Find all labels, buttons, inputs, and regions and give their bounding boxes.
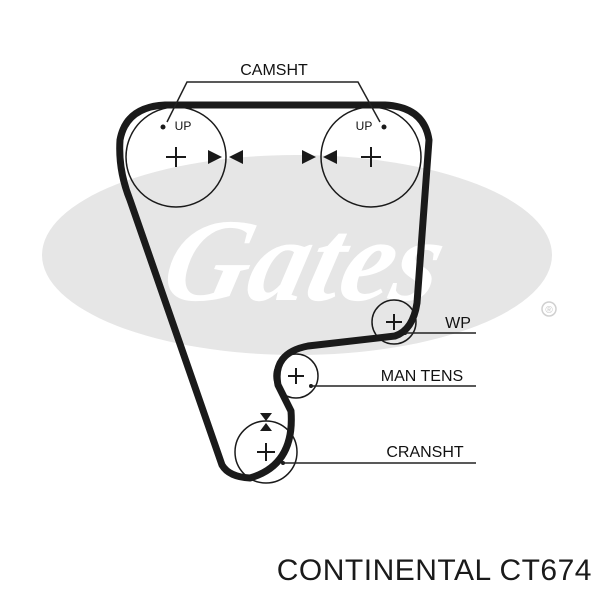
crankshaft-pulley (234, 413, 476, 484)
up-label-left: UP (175, 119, 192, 133)
tensioner-pulley (273, 353, 476, 399)
plus-icon (361, 147, 381, 167)
plus-icon (288, 368, 304, 384)
gates-logo-watermark: Gates ® (42, 155, 557, 355)
water-pump-pulley (371, 299, 476, 345)
tensioner-label: MAN TENS (381, 368, 463, 385)
timing-mark-icon (208, 150, 243, 164)
logo-wordmark: Gates (151, 195, 459, 326)
registered-mark: ® (545, 305, 553, 316)
plus-icon (386, 314, 402, 330)
camshaft-pulley-right (302, 106, 422, 208)
plus-icon (257, 443, 275, 461)
plus-icon (166, 147, 186, 167)
timing-mark-icon (260, 413, 272, 431)
part-number-caption: CONTINENTAL CT674 (276, 554, 592, 587)
timing-dot (381, 124, 387, 130)
timing-mark-icon (302, 150, 337, 164)
timing-dot (160, 124, 166, 130)
crankshaft-label: CRANSHT (386, 444, 464, 461)
camshaft-bracket (166, 81, 381, 123)
up-label-right: UP (356, 119, 373, 133)
camshaft-label: CAMSHT (240, 62, 308, 79)
water-pump-label: WP (445, 315, 471, 332)
camshaft-pulley-left (125, 106, 243, 208)
registered-mark-circle (541, 301, 557, 317)
